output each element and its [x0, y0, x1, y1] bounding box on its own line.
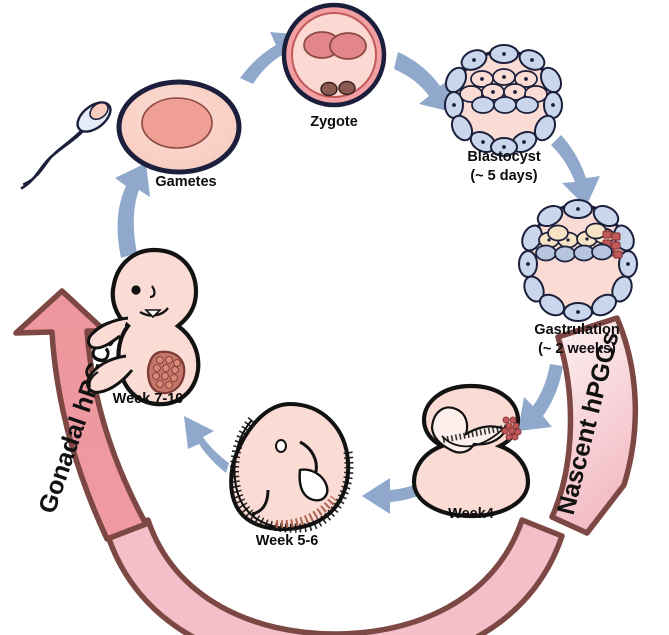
- polar-body-1-icon: [320, 81, 338, 97]
- week56-hpgc-migration-icon: [275, 495, 338, 529]
- week56-somites-right-icon: [297, 451, 354, 533]
- arrow-zygote-to-blastocyst: [394, 52, 452, 112]
- arrow-gastrulation-to-week4: [518, 364, 563, 431]
- stage-label-week4: Week4: [448, 506, 494, 522]
- week710-nose-icon: [149, 285, 156, 299]
- week56-eye-icon: [275, 439, 287, 453]
- stage-week56: Week 5-6: [229, 401, 354, 549]
- arrow-blastocyst-to-gastrulation: [551, 135, 600, 207]
- week710-leg-icon: [86, 354, 134, 394]
- zygote-pronucleus-right-icon: [329, 32, 367, 60]
- week710-foot-icon: [88, 371, 99, 388]
- stage-label-zygote: Zygote: [310, 114, 358, 130]
- week56-leg-bud-icon: [251, 489, 270, 516]
- band-migrating-shape: [105, 517, 565, 635]
- band-nascent-shape: [549, 315, 639, 536]
- band-gonadal-shape: [13, 288, 149, 542]
- week4-body-icon: [411, 383, 531, 519]
- week4-hpgc-cluster-icon: [501, 416, 522, 441]
- week710-mouth-open-icon: [144, 309, 162, 319]
- arrow-week710-to-gametes: [115, 163, 150, 258]
- week710-eye-icon: [131, 285, 141, 295]
- stage-sublabel-gastrulation: (~ 2 weeks): [538, 341, 616, 357]
- stage-label-week56: Week 5-6: [256, 533, 319, 549]
- stage-gastrulation: Gastrulation (~ 2 weeks): [518, 199, 638, 357]
- trophoblast-ring-icon: [444, 44, 563, 157]
- stage-week710: Week 7-10: [86, 247, 201, 407]
- blastocyst-nuclei-icon: [452, 52, 555, 149]
- week710-gonad-icon: [147, 350, 186, 395]
- week4-gut-cells-icon: [442, 424, 509, 443]
- band-migrating-hpgcs: Migrating hPGCs: [105, 517, 565, 635]
- stage-gametes: Gametes: [20, 79, 242, 190]
- hypoblast-layer-icon: [535, 243, 613, 263]
- stage-week4: Week4: [411, 383, 531, 522]
- polar-body-2-icon: [338, 80, 356, 96]
- stage-label-blastocyst: Blastocyst: [467, 149, 541, 165]
- stage-zygote: Zygote: [281, 2, 387, 130]
- stage-label-gametes: Gametes: [155, 174, 216, 190]
- stage-sublabel-blastocyst: (~ 5 days): [470, 168, 537, 184]
- ovum-icon: [116, 79, 242, 175]
- week56-limb-bud-icon: [298, 468, 329, 502]
- week56-head-fold-icon: [299, 440, 318, 473]
- week56-somites-icon: [229, 417, 299, 533]
- week710-hand-icon: [89, 320, 111, 337]
- inner-cell-mass-icon: [459, 68, 548, 114]
- arrow-week56-to-week710: [184, 416, 229, 473]
- stage-blastocyst: Blastocyst (~ 5 days): [444, 44, 563, 184]
- gastrula-outer-cells-icon: [518, 199, 638, 322]
- gastrula-nuclei-icon: [526, 207, 630, 314]
- stage-label-week710: Week 7-10: [113, 391, 184, 407]
- stage-label-gastrulation: Gastrulation: [534, 322, 619, 338]
- sperm-icon: [20, 101, 112, 190]
